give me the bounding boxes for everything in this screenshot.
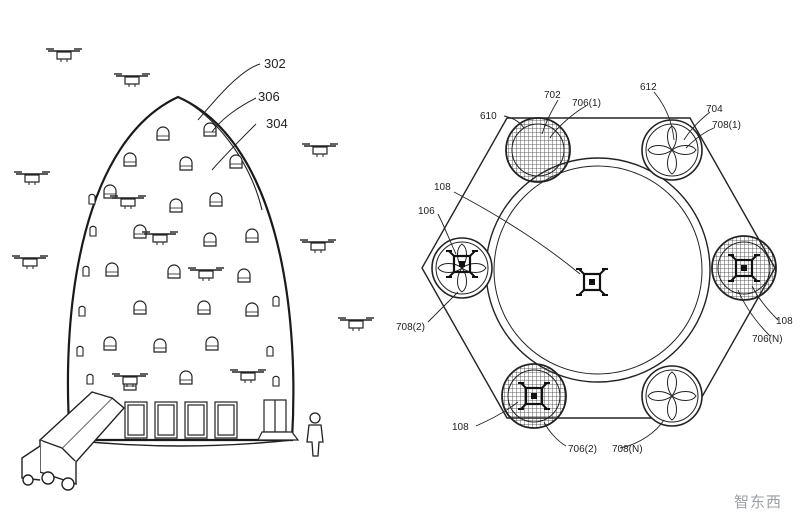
label-108-bottom: 108 [452,422,469,433]
watermark: 智东西 [733,493,782,511]
beehive-tower [66,95,295,447]
label-708-2: 708(2) [396,322,425,333]
label-704: 704 [706,104,723,115]
label-702: 702 [544,90,561,101]
left-labels [197,63,261,171]
center-drone [574,267,610,297]
label-708-1: 708(1) [712,120,741,131]
label-108-right: 108 [776,316,793,327]
fan-bay-bottom-right [641,365,703,427]
label-708-n: 708(N) [612,444,643,455]
person-figure [306,412,324,457]
label-612: 612 [640,82,657,93]
right-leaders [427,91,779,449]
label-302: 302 [264,56,286,71]
label-706-n: 706(N) [752,334,783,345]
label-304: 304 [266,116,288,131]
label-706-1: 706(1) [572,98,601,109]
mesh-bay-top-left [505,117,571,183]
fan-bay-left [431,237,493,299]
label-106: 106 [418,206,435,217]
label-306: 306 [258,89,280,104]
delivery-truck [21,391,126,491]
label-108-center: 108 [434,182,451,193]
mesh-bay-bottom-left [501,363,567,429]
label-706-2: 706(2) [568,444,597,455]
mesh-bay-right [711,235,777,301]
label-610: 610 [480,111,497,122]
tower-doors [124,399,300,441]
